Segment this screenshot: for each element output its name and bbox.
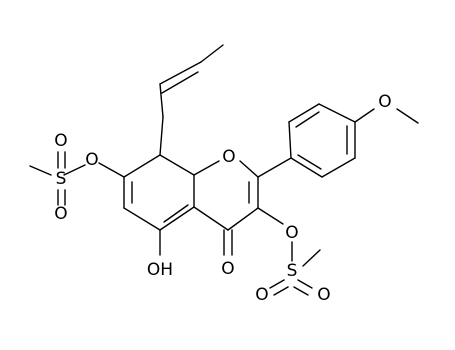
ester-oxygen-3-label: O bbox=[285, 223, 298, 243]
ester-oxygen-7-label: O bbox=[85, 150, 98, 170]
methoxy-oxygen-label: O bbox=[378, 92, 391, 112]
sulfonyl-oxygen-3b-label: O bbox=[317, 285, 330, 305]
sulfur-7-label: S bbox=[56, 169, 67, 189]
sulfonyl-oxygen-7b-label: O bbox=[54, 204, 67, 224]
ring-oxygen-label: O bbox=[222, 147, 235, 167]
carbonyl-oxygen-label: O bbox=[221, 259, 234, 279]
bond-lines bbox=[29, 44, 419, 296]
atom-labels: O O O S O O O S O O OH O bbox=[54, 92, 391, 305]
sulfur-3-label: S bbox=[287, 261, 298, 281]
hydroxyl-label: OH bbox=[147, 260, 173, 280]
sulfonyl-oxygen-3a-label: O bbox=[255, 285, 268, 305]
sulfonyl-oxygen-7a-label: O bbox=[54, 131, 67, 151]
